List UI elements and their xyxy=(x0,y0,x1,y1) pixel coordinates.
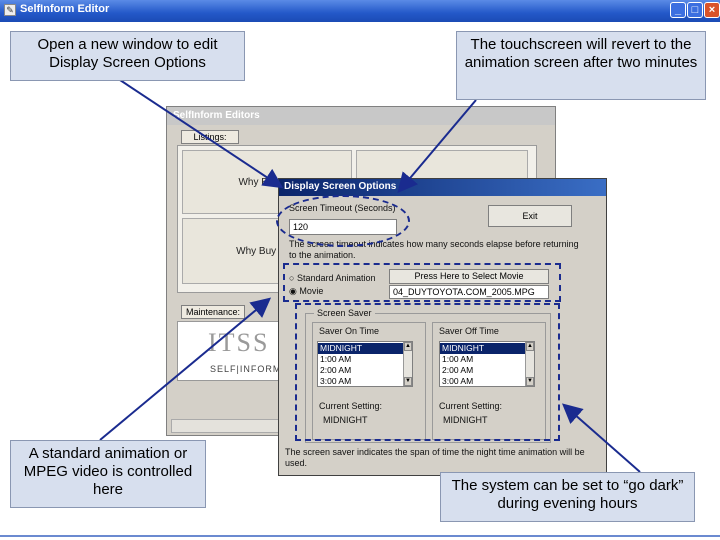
dialog-title: Display Screen Options xyxy=(284,181,397,192)
exit-button[interactable]: Exit xyxy=(488,205,572,227)
scrollbar[interactable]: ▲ ▼ xyxy=(403,342,412,386)
saver-note: The screen saver indicates the span of t… xyxy=(285,447,585,468)
current-setting-off-value: MIDNIGHT xyxy=(443,415,488,425)
minimize-button[interactable]: _ xyxy=(670,2,686,18)
list-item[interactable]: MIDNIGHT xyxy=(318,343,412,354)
callout-animation: A standard animation or MPEG video is co… xyxy=(10,440,206,508)
window-title: SelfInform Editor xyxy=(20,3,110,15)
current-setting-on-label: Current Setting: xyxy=(319,401,383,411)
maximize-button[interactable]: □ xyxy=(687,2,703,18)
radio-movie-label: Movie xyxy=(299,286,324,296)
radio-standard[interactable]: ○ Standard Animation xyxy=(289,273,376,283)
radio-movie[interactable]: ◉ Movie xyxy=(289,286,323,297)
callout-saver: The system can be set to “go dark” durin… xyxy=(440,472,695,522)
title-bar: ✎ SelfInform Editor _ □ × xyxy=(0,0,720,22)
animation-highlight xyxy=(283,263,561,302)
list-item[interactable]: 1:00 AM xyxy=(320,354,352,364)
movie-file-field[interactable]: 04_DUYTOYOTA.COM_2005.MPG xyxy=(389,285,549,299)
list-item[interactable]: MIDNIGHT xyxy=(440,343,534,354)
scroll-up-icon[interactable]: ▲ xyxy=(404,342,412,351)
list-item[interactable]: 1:00 AM xyxy=(442,354,474,364)
saver-on-list[interactable]: MIDNIGHT 1:00 AM 2:00 AM 3:00 AM ▲ ▼ xyxy=(317,341,413,387)
logo-text-bottom: SELF|INFORM xyxy=(210,364,282,374)
timeout-highlight xyxy=(276,195,410,247)
select-movie-button[interactable]: Press Here to Select Movie xyxy=(389,269,549,284)
divider xyxy=(0,535,720,537)
tab-listings[interactable]: Listings: xyxy=(181,130,239,144)
radio-standard-label: Standard Animation xyxy=(296,273,376,283)
tab-maintenance[interactable]: Maintenance: xyxy=(181,305,245,319)
list-item[interactable]: 2:00 AM xyxy=(320,365,352,375)
saver-on-group: Saver On Time MIDNIGHT 1:00 AM 2:00 AM 3… xyxy=(312,322,426,440)
screen-saver-group: Screen Saver Saver On Time MIDNIGHT 1:00… xyxy=(305,308,551,443)
app-icon: ✎ xyxy=(4,4,16,16)
scroll-up-icon[interactable]: ▲ xyxy=(526,342,534,351)
list-item[interactable]: 3:00 AM xyxy=(442,376,474,386)
arrow-animation xyxy=(99,297,272,441)
arrow-open-window xyxy=(119,79,284,189)
radio-on-icon: ◉ xyxy=(289,286,297,296)
close-button[interactable]: × xyxy=(704,2,720,18)
editors-title: SelfInform Editors xyxy=(173,110,260,121)
current-setting-off-label: Current Setting: xyxy=(439,401,503,411)
scrollbar[interactable]: ▲ ▼ xyxy=(525,342,534,386)
radio-off-icon: ○ xyxy=(289,273,295,283)
saver-off-group: Saver Off Time MIDNIGHT 1:00 AM 2:00 AM … xyxy=(432,322,546,440)
saver-on-label: Saver On Time xyxy=(319,326,380,336)
arrow-saver xyxy=(561,403,641,473)
screen-saver-label: Screen Saver xyxy=(314,308,375,318)
callout-open-window: Open a new window to edit Display Screen… xyxy=(10,31,245,81)
current-setting-on-value: MIDNIGHT xyxy=(323,415,368,425)
saver-off-list[interactable]: MIDNIGHT 1:00 AM 2:00 AM 3:00 AM ▲ ▼ xyxy=(439,341,535,387)
scroll-down-icon[interactable]: ▼ xyxy=(404,377,412,386)
list-item[interactable]: 3:00 AM xyxy=(320,376,352,386)
arrow-timeout xyxy=(397,99,477,194)
list-item[interactable]: 2:00 AM xyxy=(442,365,474,375)
scroll-down-icon[interactable]: ▼ xyxy=(526,377,534,386)
dialog-title-bar: Display Screen Options xyxy=(279,179,606,196)
callout-timeout: The touchscreen will revert to the anima… xyxy=(456,31,706,100)
screen-saver-highlight xyxy=(295,303,560,441)
timeout-note: The screen timeout indicates how many se… xyxy=(289,239,579,260)
saver-off-label: Saver Off Time xyxy=(439,326,499,336)
